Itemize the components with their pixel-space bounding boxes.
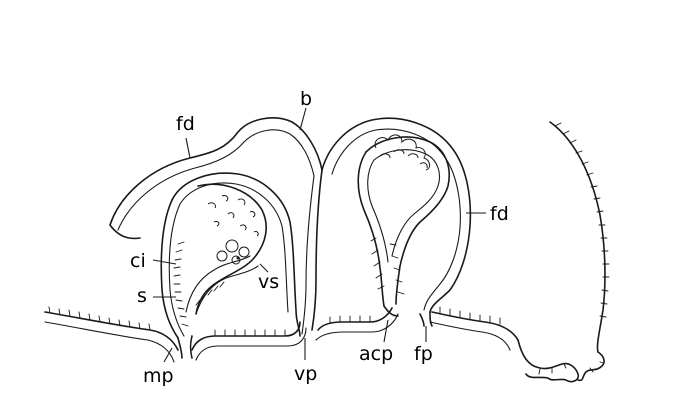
labels: fd b fd ci s vs mp vp acp fp (130, 88, 509, 387)
left-chamber (110, 118, 322, 358)
right-chamber (322, 118, 470, 326)
label-vp: vp (294, 363, 317, 385)
label-b: b (300, 88, 312, 110)
label-vs: vs (258, 271, 279, 293)
leader-acp (384, 320, 388, 342)
label-fd-right: fd (490, 203, 509, 225)
label-s: s (137, 285, 147, 307)
label-acp: acp (359, 343, 393, 365)
leader-ci (153, 260, 176, 264)
label-ci: ci (130, 250, 146, 272)
vp-wall (302, 170, 322, 334)
label-fp: fp (414, 343, 433, 365)
body-wall (45, 307, 518, 362)
right-body-outline (518, 122, 609, 382)
label-mp: mp (143, 365, 174, 387)
leader-fd-left (186, 138, 190, 158)
label-fd-left: fd (176, 113, 195, 135)
leader-b (300, 108, 306, 130)
